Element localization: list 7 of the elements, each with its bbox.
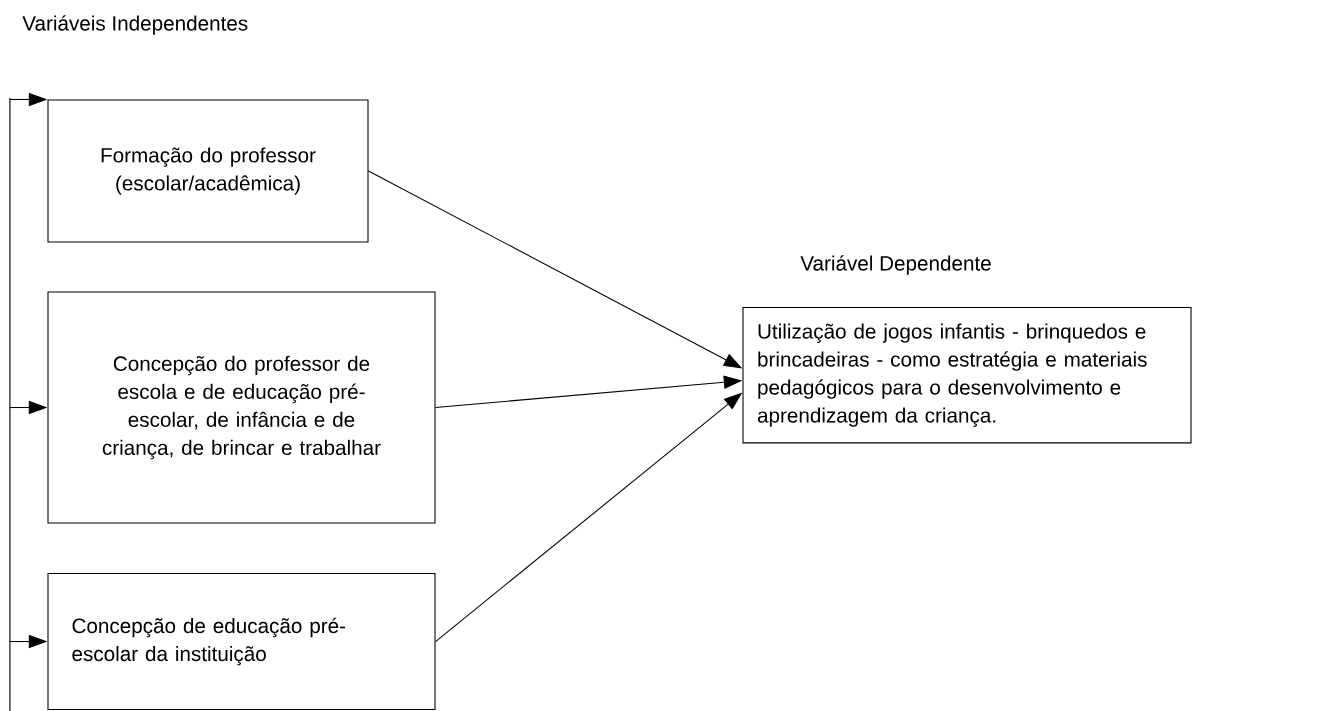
text-box: Formação do professor (escolar/acadêmica) bbox=[47, 99, 369, 243]
text-box: Utilização de jogos infantis - brinquedos e brincadeiras - como estratégia e materiais pedagógicos para o desenvolvimento e aprendizagem da criança. bbox=[742, 307, 1192, 444]
heading: Variáveis Independentes bbox=[22, 15, 248, 35]
bracket-line bbox=[9, 97, 11, 711]
text-box: Concepção de educação pré-escolar da instituição bbox=[47, 573, 436, 711]
text-box: Concepção do professor de escola e de educação pré-escolar, de infância e de criança, de brincar e trabalhar bbox=[47, 291, 436, 524]
heading: Variável Dependente bbox=[800, 255, 991, 275]
